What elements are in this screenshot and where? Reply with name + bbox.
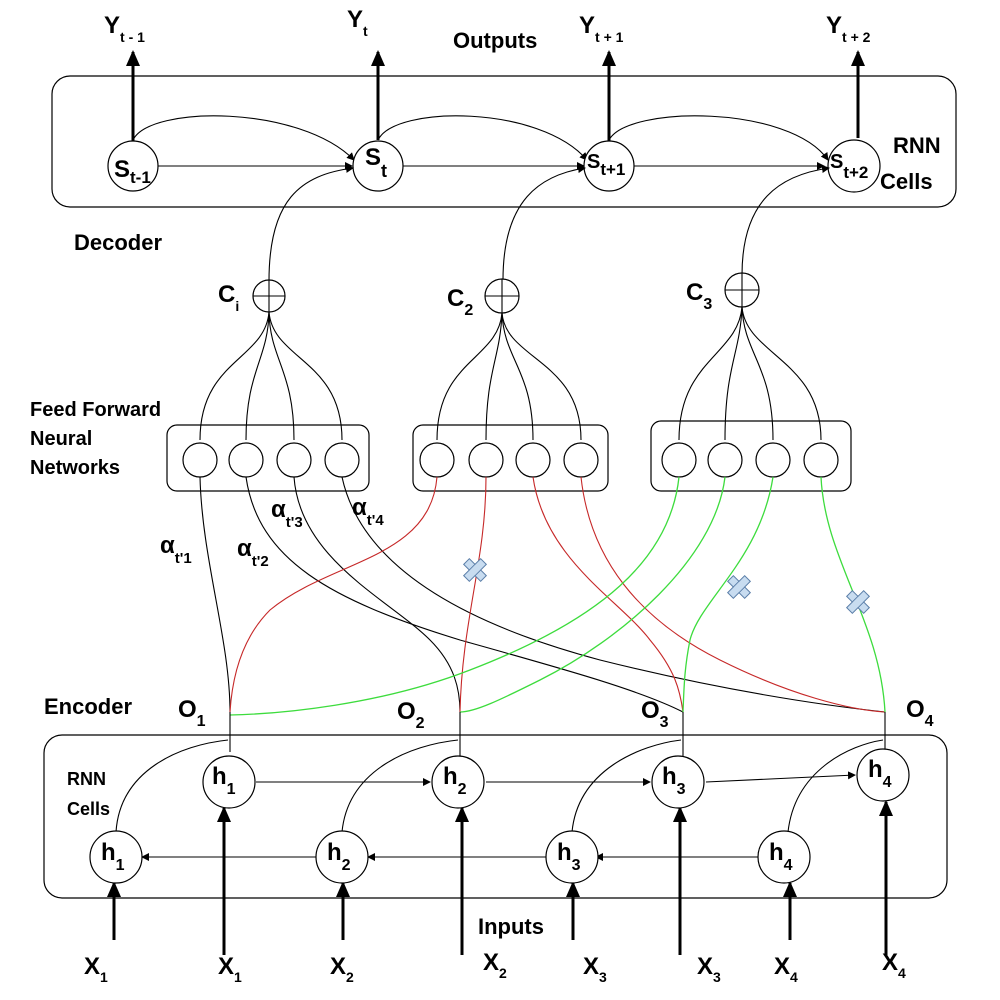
forward-state-label: h3 [662, 763, 686, 798]
decoder-arcs [132, 115, 829, 161]
decoder-cells-label: Cells [880, 169, 933, 194]
backward-state-nodes [89, 830, 811, 884]
forward-chain-links [256, 771, 856, 786]
context-label: C2 [447, 285, 473, 319]
inputs-title: Inputs [478, 914, 544, 939]
attention-weight-label: αt'4 [352, 494, 384, 529]
context-to-decoder-links [268, 164, 830, 282]
backward-state-node [89, 830, 143, 884]
input-label: X4 [774, 953, 798, 985]
backward-state-label: h2 [327, 839, 351, 874]
blocked-x-icon [462, 557, 488, 583]
outputs-title: Outputs [453, 28, 537, 53]
attention-weight-label: αt'3 [271, 496, 303, 531]
ffnn-to-context-fan [199, 306, 822, 441]
decoder-cells-label: RNN [893, 133, 941, 158]
ffnn2-attention-links [229, 476, 886, 713]
ffnn-neurons [182, 442, 839, 478]
decoder-title: Decoder [74, 230, 162, 255]
backward-state-label: h4 [769, 839, 793, 874]
backward-state-label: h1 [101, 839, 125, 874]
ffnn1-attention-links [199, 476, 886, 713]
decoder-state-label: St [365, 144, 387, 181]
input-label: X4 [882, 949, 906, 981]
forward-state-nodes [202, 748, 910, 809]
decoder-rnn-box [51, 75, 957, 208]
ffnn-neuron [563, 442, 599, 478]
context-label: Ci [218, 281, 239, 314]
input-label: X1 [84, 953, 108, 985]
encoder-output-label: O3 [641, 697, 669, 731]
encoder-output-label: O4 [906, 696, 934, 730]
blocked-x-icon [845, 589, 871, 615]
decoder-state-node [107, 140, 159, 192]
ffnn-neuron [468, 442, 504, 478]
encoder-output-label: O1 [178, 696, 206, 730]
forward-state-label: h1 [212, 763, 236, 798]
ffnn-neuron [661, 442, 697, 478]
output-label: Yt + 2 [826, 12, 871, 45]
ffnn-neuron [182, 442, 218, 478]
encoder-cells-label: RNN [67, 769, 106, 789]
output-label: Yt - 1 [104, 12, 145, 45]
blocked-x-icon [726, 574, 752, 600]
backward-state-node [545, 830, 599, 884]
input-label: X2 [330, 953, 354, 985]
encoder-cells-label: Cells [67, 799, 110, 819]
forward-state-label: h4 [868, 756, 892, 791]
context-sum-node [252, 279, 286, 313]
input-label: X2 [483, 949, 507, 981]
ffnn-title: Feed Forward [30, 399, 161, 421]
blocked-markers [462, 557, 871, 615]
output-label: Yt [347, 6, 368, 39]
ffnn-neuron [803, 442, 839, 478]
attention-weight-label: αt'1 [160, 532, 192, 567]
forward-state-node [651, 755, 705, 809]
ffnn-neuron [419, 442, 455, 478]
attention-weight-label: αt'2 [237, 535, 269, 570]
ffnn-neuron [276, 442, 312, 478]
encoder-rnn-box [43, 734, 948, 899]
input-label: X3 [697, 953, 721, 985]
decoder-state-label: St-1 [114, 156, 151, 187]
forward-state-node [856, 748, 910, 802]
input-label: X3 [583, 953, 607, 985]
backward-to-output-arcs [115, 739, 884, 833]
backward-state-node [757, 830, 811, 884]
input-label: X1 [218, 953, 242, 985]
forward-state-node [431, 755, 485, 809]
ffnn-box [166, 424, 370, 492]
context-sum-nodes [252, 272, 760, 314]
context-label: C3 [686, 279, 712, 313]
ffnn-box [412, 424, 609, 492]
context-sum-node [724, 272, 760, 308]
ffnn-neuron [755, 442, 791, 478]
ffnn-title: Networks [30, 457, 120, 479]
ffnn-neuron [324, 442, 360, 478]
output-arrows [126, 50, 865, 148]
backward-state-node [315, 830, 369, 884]
decoder-state-label: St+1 [587, 151, 625, 179]
output-label: Yt + 1 [579, 12, 624, 45]
ffnn-title: Neural [30, 428, 92, 450]
backward-state-label: h3 [557, 839, 581, 874]
ffnn-neuron [707, 442, 743, 478]
decoder-state-nodes [107, 139, 881, 193]
decoder-state-label: St+2 [830, 151, 868, 182]
ffnn-neuron [515, 442, 551, 478]
ffnn3-attention-links [229, 476, 886, 716]
forward-state-label: h2 [443, 763, 467, 798]
encoder-output-label: O2 [397, 698, 425, 732]
ffnn-box [650, 420, 852, 492]
context-sum-node [484, 278, 520, 314]
forward-state-node [202, 755, 256, 809]
encoder-title: Encoder [44, 694, 132, 719]
ffnn-neuron [228, 442, 264, 478]
input-arrows [107, 800, 893, 955]
